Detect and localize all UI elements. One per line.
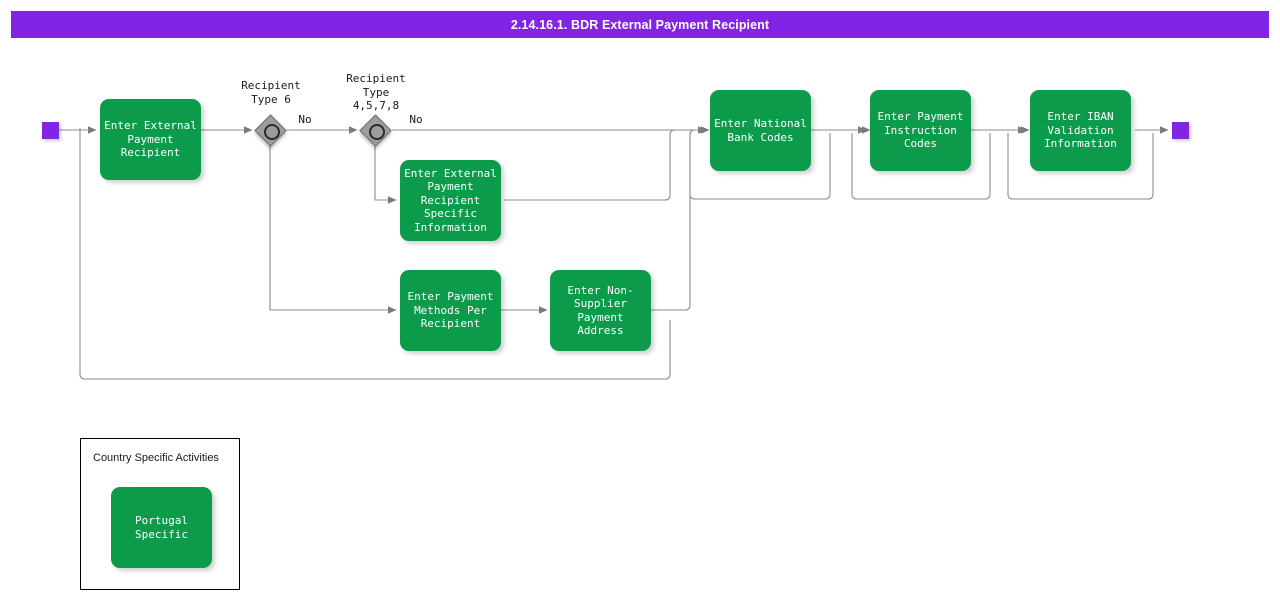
gateway-recipient-type-6[interactable] (254, 114, 287, 147)
loopback-t5 (689, 133, 831, 200)
start-event[interactable] (42, 122, 59, 139)
legend-country-specific-activities: Country Specific Activities Portugal Spe… (80, 438, 240, 590)
task-enter-iban-validation-information[interactable]: Enter IBAN Validation Information (1030, 90, 1131, 171)
gateway-inclusive-ring-icon (369, 124, 385, 140)
flow-gw2-to-t2 (374, 146, 397, 204)
flow-t2-merge (504, 129, 706, 201)
task-enter-external-payment-recipient-specific-information[interactable]: Enter External Payment Recipient Specifi… (400, 160, 501, 241)
diagram-title-bar: 2.14.16.1. BDR External Payment Recipien… (11, 11, 1269, 38)
legend-title: Country Specific Activities (93, 452, 219, 464)
gateway-recipient-type-4578[interactable] (359, 114, 392, 147)
loopback-t7 (1007, 133, 1154, 200)
task-enter-payment-methods-per-recipient[interactable]: Enter Payment Methods Per Recipient (400, 270, 501, 351)
task-enter-external-payment-recipient[interactable]: Enter External Payment Recipient (100, 99, 201, 180)
flow-outer-return-loop (79, 127, 671, 380)
flow-t4-merge (651, 129, 706, 311)
page-title: 2.14.16.1. BDR External Payment Recipien… (510, 17, 770, 32)
gateway-inclusive-ring-icon (264, 124, 280, 140)
gateway-branch-label-no-1: No (298, 113, 312, 126)
loopback-t6 (851, 133, 991, 200)
legend-item-portugal-specific[interactable]: Portugal Specific (111, 487, 212, 568)
end-event[interactable] (1172, 122, 1189, 139)
task-enter-national-bank-codes[interactable]: Enter National Bank Codes (710, 90, 811, 171)
flow-gw1-to-t3 (269, 146, 397, 314)
gateway-branch-label-no-2: No (409, 113, 423, 126)
gateway-label-recipient-type-4578: Recipient Type 4,5,7,8 (346, 72, 406, 112)
task-enter-payment-instruction-codes[interactable]: Enter Payment Instruction Codes (870, 90, 971, 171)
task-enter-non-supplier-payment-address[interactable]: Enter Non- Supplier Payment Address (550, 270, 651, 351)
gateway-label-recipient-type-6: Recipient Type 6 (241, 79, 301, 106)
